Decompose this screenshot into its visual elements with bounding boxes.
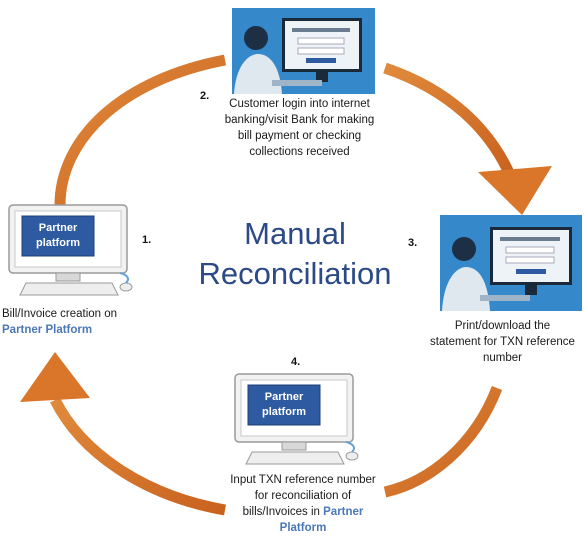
platform-highlight: Platform [279, 522, 327, 534]
partner-highlight: Partner [323, 506, 364, 518]
step-number-4: 4. [291, 356, 301, 368]
caption-line: Bill/Invoice creation on [2, 308, 118, 320]
caption-line: statement for TXN reference [430, 336, 575, 348]
caption-text: bills/Invoices in [242, 506, 320, 518]
arrowhead-to-1 [20, 352, 90, 402]
caption-line: Input TXN reference number [230, 474, 376, 486]
computer-icon: Partner platform [8, 204, 133, 296]
caption-line: collections received [249, 146, 350, 158]
partner-screen-label: Partner [39, 222, 78, 234]
caption-line: Print/download the [454, 320, 551, 332]
step-number-3: 3. [408, 237, 418, 249]
caption-line: banking/visit Bank for making [224, 114, 375, 126]
caption-line: Customer login into internet [229, 98, 370, 110]
step-3-caption: Print/download the statement for TXN ref… [420, 318, 585, 366]
arrow-3-to-4 [383, 386, 503, 498]
arrow-1-to-2 [54, 54, 227, 206]
step-1-caption: Bill/Invoice creation on Partner Platfor… [2, 306, 147, 338]
caption-line: bills/Invoices in Partner [218, 504, 388, 520]
step-4-caption: Input TXN reference number for reconcili… [218, 472, 388, 536]
arrow-4-to-1 [50, 397, 226, 516]
diagram-title: Manual Reconciliation [170, 214, 420, 294]
step-2-caption: Customer login into internet banking/vis… [212, 96, 387, 160]
platform-screen-label: platform [36, 237, 80, 249]
title-line-2: Reconciliation [198, 256, 392, 291]
step-number-1: 1. [142, 234, 152, 246]
partner-platform-highlight: Partner Platform [2, 324, 93, 336]
partner-screen-label: Partner [265, 391, 304, 403]
platform-screen-label: platform [262, 406, 306, 418]
caption-line: number [483, 352, 522, 364]
caption-line: for reconciliation of [254, 490, 352, 502]
step-number-2: 2. [200, 90, 210, 102]
arrowhead-to-3 [478, 166, 552, 215]
arrow-2-to-3 [383, 62, 516, 178]
title-line-1: Manual [244, 216, 346, 251]
statement-download-image [440, 215, 582, 311]
customer-at-computer-image [232, 8, 375, 94]
computer-icon: Partner platform [234, 373, 359, 465]
caption-line: bill payment or checking [237, 130, 362, 142]
